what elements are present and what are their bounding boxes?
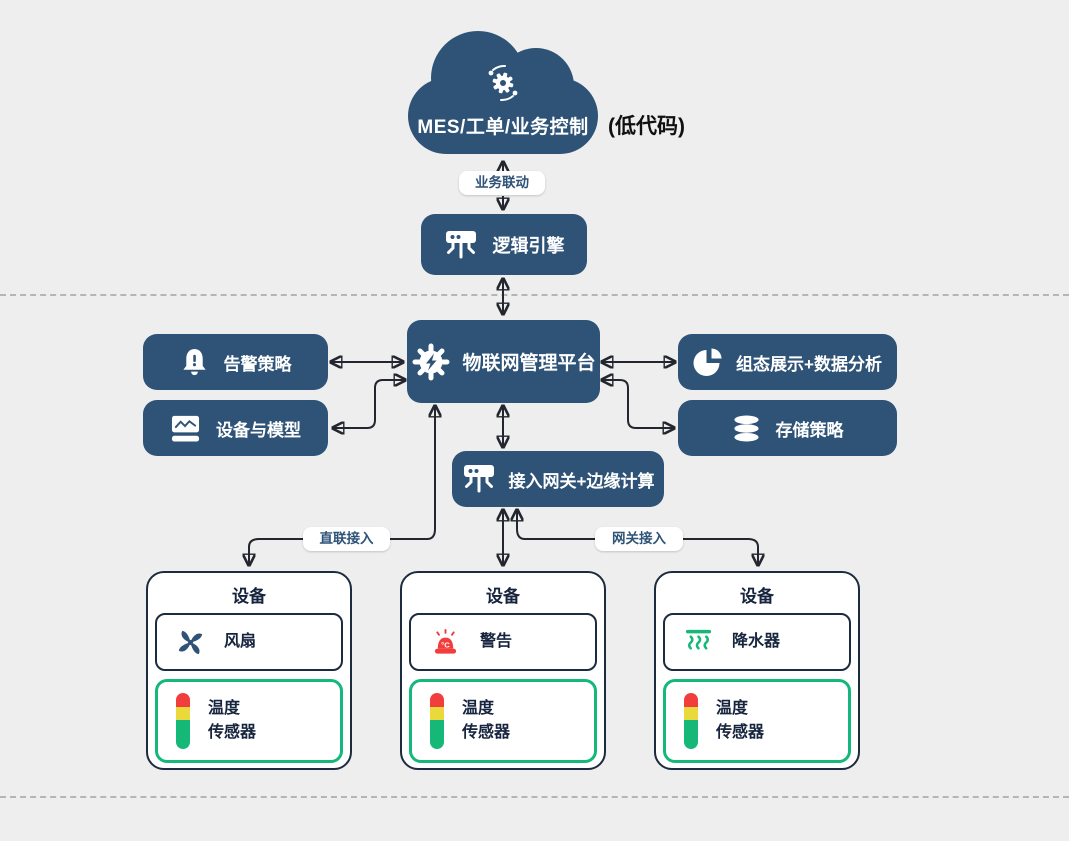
node-viz-analysis-label: 组态展示+数据分析 <box>736 354 882 374</box>
gear-sync-icon <box>488 64 518 102</box>
node-device-model-label: 设备与模型 <box>216 420 301 440</box>
alert-bell-icon <box>182 348 206 375</box>
device-card-title: 设备 <box>486 587 520 606</box>
alarm-siren-icon: °C <box>434 628 457 654</box>
divider-dashed-bottom <box>0 796 1069 798</box>
node-access-gateway: 接入网关+边缘计算 <box>452 451 664 507</box>
device-card-sprinkler: 设备 降水器 温度 传感器 <box>654 571 860 770</box>
sensor-label: 温度 传感器 <box>208 700 257 741</box>
connector-platform-storage <box>603 380 673 428</box>
connector-platform-device-model <box>334 380 404 428</box>
alarm-degree-text: °C <box>441 640 450 649</box>
pie-chart-icon <box>693 348 722 376</box>
sensor-label: 温度 传感器 <box>462 700 511 741</box>
pill-business-link: 业务联动 <box>459 171 545 195</box>
divider-dashed-top <box>0 294 1069 296</box>
tower-light-icon <box>684 693 698 749</box>
low-code-note: (低代码) <box>608 115 685 138</box>
node-alert-policy-label: 告警策略 <box>223 354 292 374</box>
tower-light-icon <box>430 693 444 749</box>
node-logic-engine-label: 逻辑引擎 <box>492 235 565 256</box>
fan-icon <box>178 630 203 654</box>
database-icon <box>733 415 759 441</box>
node-access-gateway-label: 接入网关+边缘计算 <box>508 471 655 491</box>
node-alert-policy: 告警策略 <box>143 334 328 390</box>
actuator-box-alarm: °C 警告 <box>409 613 597 671</box>
sprinkler-icon <box>685 629 712 650</box>
device-card-title: 设备 <box>740 587 774 606</box>
pill-gateway-access: 网关接入 <box>595 527 683 551</box>
node-viz-analysis: 组态展示+数据分析 <box>678 334 897 390</box>
node-storage-policy-label: 存储策略 <box>775 420 844 440</box>
sensor-box-temperature: 温度 传感器 <box>409 679 597 763</box>
gateway-hub-icon <box>445 230 476 258</box>
actuator-box-fan: 风扇 <box>155 613 343 671</box>
node-logic-engine: 逻辑引擎 <box>421 214 587 275</box>
device-card-title: 设备 <box>232 587 266 606</box>
cloud-shape <box>408 31 598 154</box>
cloud-label: MES/工单/业务控制 <box>417 117 589 138</box>
node-storage-policy: 存储策略 <box>678 400 897 456</box>
node-device-model: 设备与模型 <box>143 400 328 456</box>
iot-burst-icon <box>412 343 450 380</box>
device-model-icon <box>171 415 200 442</box>
sensor-label: 温度 传感器 <box>716 700 765 741</box>
gateway-hub-icon <box>463 465 494 493</box>
tower-light-icon <box>176 693 190 749</box>
sensor-box-temperature: 温度 传感器 <box>155 679 343 763</box>
actuator-label: 风扇 <box>224 633 257 650</box>
node-iot-platform: 物联网管理平台 <box>407 320 600 403</box>
sensor-box-temperature: 温度 传感器 <box>663 679 851 763</box>
actuator-label: 警告 <box>480 633 513 650</box>
device-card-fan: 设备 风扇 温度 传感器 <box>146 571 352 770</box>
actuator-label: 降水器 <box>732 633 781 650</box>
pill-direct-access: 直联接入 <box>303 527 390 551</box>
node-iot-platform-label: 物联网管理平台 <box>462 353 596 374</box>
actuator-box-sprinkler: 降水器 <box>663 613 851 671</box>
device-card-alarm: 设备 °C 警告 温度 传感器 <box>400 571 606 770</box>
